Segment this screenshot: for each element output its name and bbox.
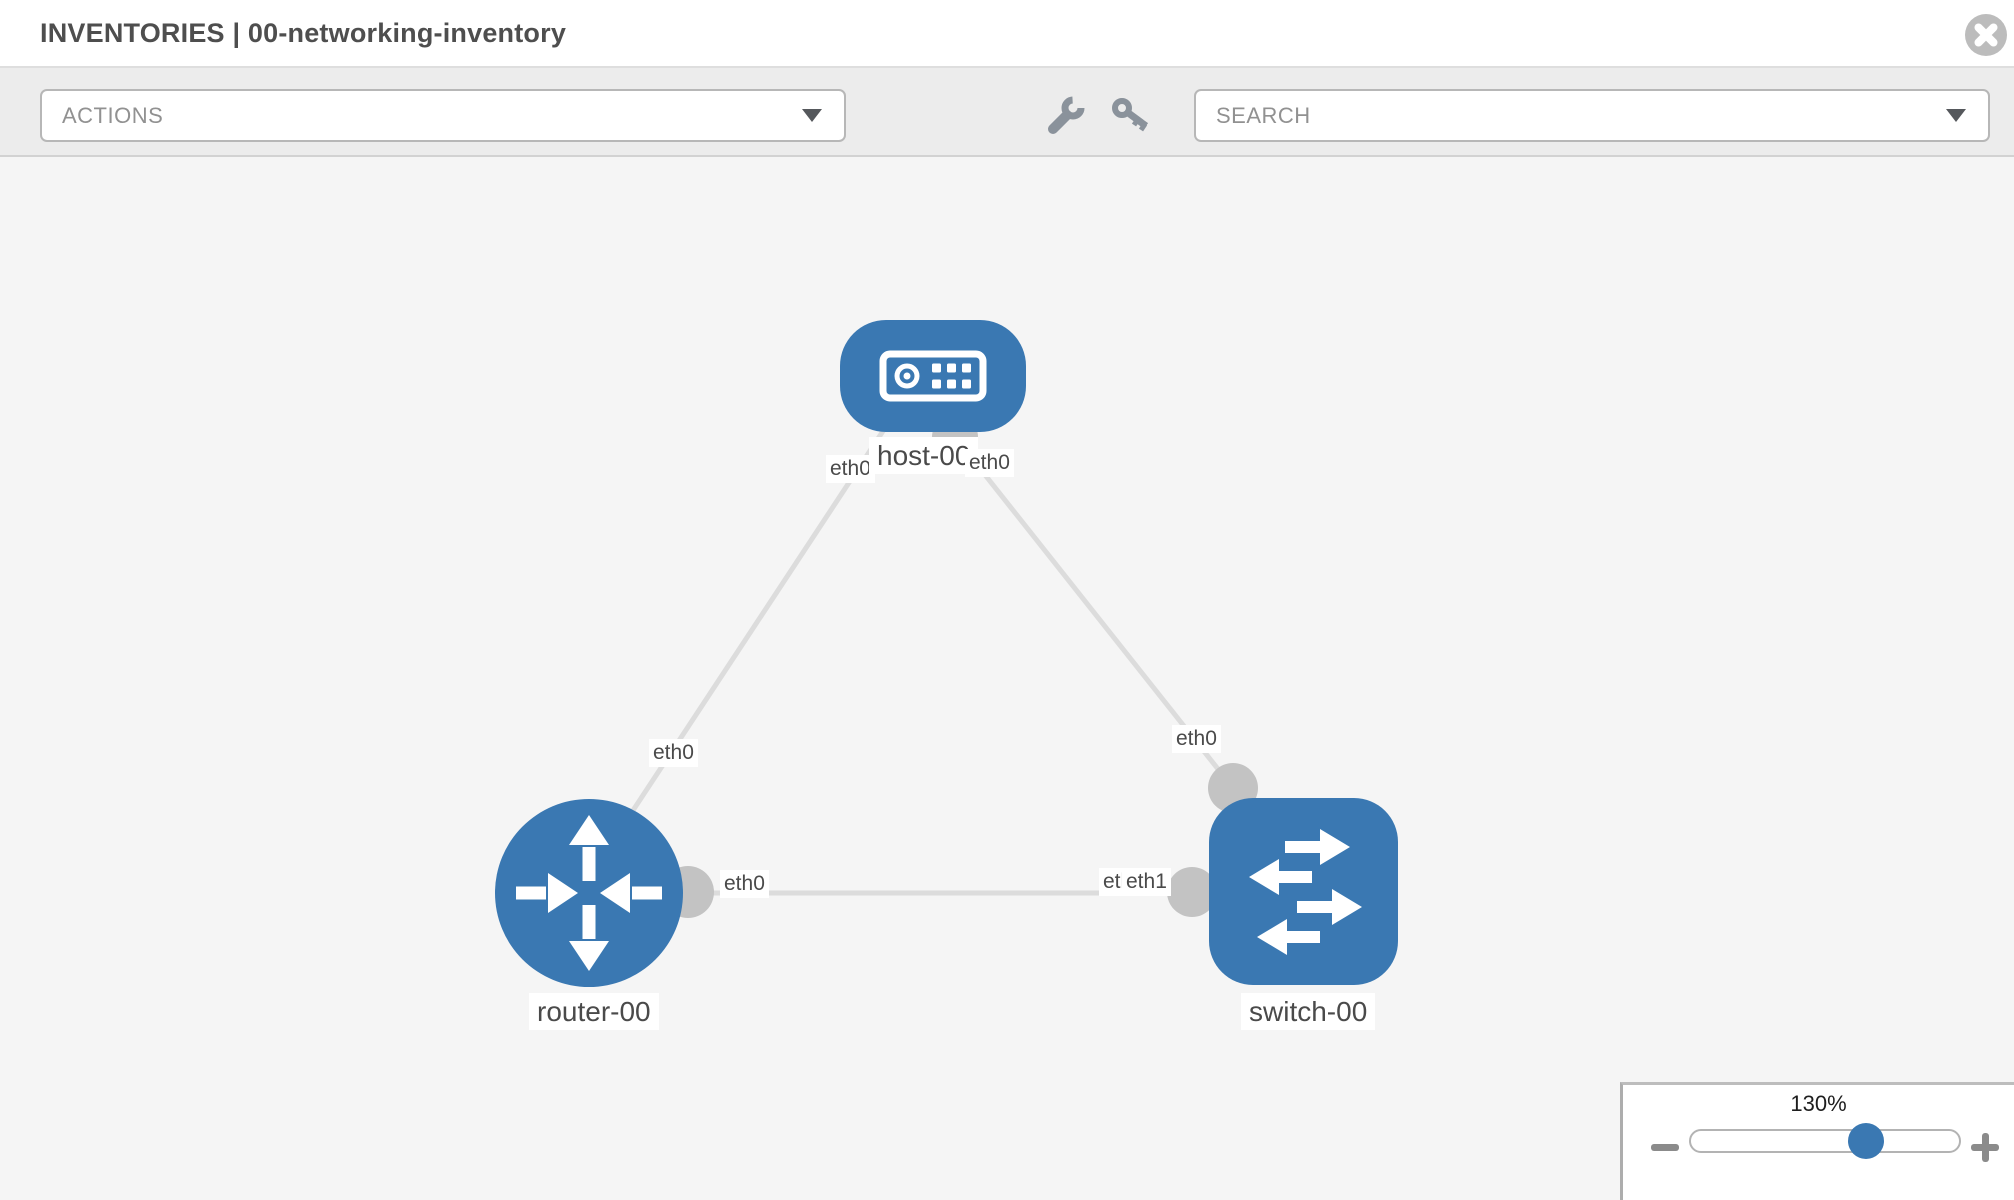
- node-label-switch: switch-00: [1241, 993, 1376, 1030]
- interface-label: eth0: [1172, 725, 1221, 753]
- wrench-icon: [1048, 96, 1085, 134]
- actions-dropdown[interactable]: ACTIONS: [40, 89, 846, 142]
- zoom-slider-track[interactable]: [1689, 1129, 1961, 1153]
- minus-icon: [1651, 1144, 1679, 1151]
- header: INVENTORIES | 00-networking-inventory: [0, 0, 2014, 68]
- switch-arrows-icon: [1249, 829, 1362, 955]
- tool-button-wrench[interactable]: [1044, 94, 1088, 138]
- interface-label: eth0: [649, 739, 698, 767]
- node-label-host: host-00: [869, 437, 979, 474]
- topology-svg: [495, 320, 1398, 987]
- interface-label: eth1: [1122, 868, 1171, 896]
- network-canvas[interactable]: eth0 host-00 eth0 eth0 eth0 eth0 eth0 et…: [0, 157, 2014, 1200]
- zoom-panel: 130%: [1620, 1082, 2014, 1200]
- chevron-down-icon: [1946, 109, 1966, 122]
- node-host-00[interactable]: [840, 320, 1026, 432]
- node-router-00[interactable]: [495, 799, 683, 987]
- zoom-slider-handle[interactable]: [1848, 1123, 1884, 1159]
- search-dropdown-value: SEARCH: [1216, 102, 1311, 128]
- endpoint-circle-switch-mid: [1167, 867, 1217, 917]
- router-arrows-icon: [516, 815, 662, 971]
- close-button[interactable]: [1964, 13, 2008, 57]
- chevron-down-icon: [802, 109, 822, 122]
- interface-label: eth0: [826, 455, 875, 483]
- tool-button-key[interactable]: [1109, 94, 1153, 138]
- key-icon: [1112, 98, 1149, 132]
- node-switch-00[interactable]: [1209, 798, 1398, 985]
- toolbar: ACTIONS SEARCH: [0, 68, 2014, 157]
- page-title: INVENTORIES | 00-networking-inventory: [40, 18, 567, 48]
- interface-label: eth0: [720, 870, 769, 898]
- search-dropdown[interactable]: SEARCH: [1194, 89, 1990, 142]
- node-label-router: router-00: [529, 993, 659, 1030]
- actions-dropdown-value: ACTIONS: [62, 102, 164, 128]
- zoom-level: 130%: [1790, 1091, 1847, 1116]
- server-icon: [879, 350, 987, 402]
- times-circle-icon: [1965, 14, 2007, 56]
- zoom-out-button[interactable]: [1647, 1135, 1687, 1159]
- zoom-in-button[interactable]: [1965, 1127, 2005, 1167]
- interface-label: eth0: [965, 449, 1014, 477]
